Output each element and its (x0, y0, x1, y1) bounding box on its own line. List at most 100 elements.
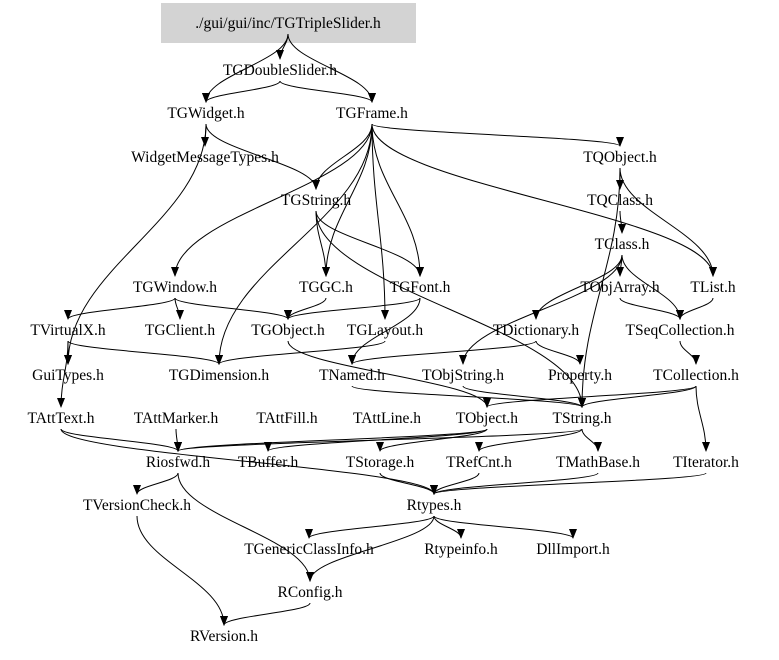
edge-tgwidget-to-tgstring (205, 123, 320, 190)
node-tglayout[interactable]: TGLayout.h (347, 322, 423, 339)
node-tobject[interactable]: TObject.h (456, 410, 518, 427)
edge-tattmarker-to-riosfwd (173, 428, 182, 452)
node-tobjstring[interactable]: TObjString.h (422, 367, 504, 384)
node-tgstring[interactable]: TGString.h (281, 192, 351, 209)
edge-tgframe-to-tgfont (371, 123, 424, 277)
edge-tqobject-to-tstring (578, 167, 621, 408)
edge-rtypes-to-tgenericclassinfo (305, 515, 435, 539)
edge-tstorage-to-rtypes (379, 472, 438, 495)
edge-tnamed-to-tstring (351, 385, 586, 408)
edge-tgobject-to-tobject (287, 340, 491, 408)
edge-tcollection-to-tobject (483, 385, 697, 408)
edge-tqclass-to-tclass (617, 210, 626, 234)
node-tqclass[interactable]: TQClass.h (587, 192, 653, 209)
edge-tobjstring-to-tstring (462, 385, 586, 408)
edge-tqobject-to-tlist (619, 167, 717, 277)
edge-tgdoubleslider-to-tgframe (279, 80, 376, 103)
node-tvirtualx[interactable]: TVirtualX.h (30, 322, 106, 339)
node-tbuffer[interactable]: TBuffer.h (238, 454, 299, 471)
edge-rtypes-to-rconfig (306, 515, 435, 582)
node-tnamed[interactable]: TNamed.h (319, 367, 385, 384)
node-dllimport[interactable]: DllImport.h (536, 541, 610, 558)
edge-tgstring-to-tgfont (315, 210, 424, 277)
node-widgetmessagetypes[interactable]: WidgetMessageTypes.h (131, 149, 279, 166)
edge-tgwidget-to-guitypes (64, 123, 207, 365)
edge-tgframe-to-tgstring (312, 123, 373, 190)
edge-tstring-to-tmathbase (581, 428, 602, 452)
node-tobjarray[interactable]: TObjArray.h (580, 279, 659, 296)
node-tatttext[interactable]: TAttText.h (28, 410, 95, 427)
node-tattline[interactable]: TAttLine.h (353, 410, 421, 427)
node-tdictionary[interactable]: TDictionary.h (493, 322, 580, 339)
edge-tvirtualx-to-tatttext (57, 340, 69, 408)
edge-tgfont-to-tgobject (284, 297, 421, 320)
edge-tatttext-to-rtypes (60, 428, 438, 495)
node-riosfwd[interactable]: Riosfwd.h (146, 454, 210, 471)
edge-riosfwd-to-tversioncheck (133, 472, 179, 495)
edge-tclass-to-tobjstring (459, 254, 623, 365)
node-guitypes[interactable]: GuiTypes.h (32, 367, 104, 384)
edge-rtypes-to-dllimport (433, 515, 577, 539)
node-trefcnt[interactable]: TRefCnt.h (446, 454, 512, 471)
node-tstorage[interactable]: TStorage.h (346, 454, 415, 471)
node-tgenericclassinfo[interactable]: TGenericClassInfo.h (244, 541, 374, 558)
node-tclass[interactable]: TClass.h (595, 236, 650, 253)
node-rconfig[interactable]: RConfig.h (277, 584, 342, 601)
edge-tgframe-to-tlist (371, 123, 717, 277)
edge-titerator-to-rtypes (430, 472, 707, 495)
root-node-label[interactable]: ./gui/gui/inc/TGTripleSlider.h (195, 15, 381, 32)
edge-tvirtualx-to-tgdimension (67, 340, 223, 365)
node-tgwindow[interactable]: TGWindow.h (133, 279, 217, 296)
node-tgobject[interactable]: TGObject.h (251, 322, 325, 339)
node-tgwidget[interactable]: TGWidget.h (167, 105, 245, 122)
node-tattmarker[interactable]: TAttMarker.h (134, 410, 219, 427)
node-rtypeinfo[interactable]: Rtypeinfo.h (424, 541, 498, 558)
node-tgclient[interactable]: TGClient.h (145, 322, 215, 339)
edge-tstring-to-trefcnt (475, 428, 583, 452)
node-rversion[interactable]: RVersion.h (190, 628, 258, 645)
edge-tstring-to-riosfwd (174, 428, 583, 452)
node-tqobject[interactable]: TQObject.h (583, 149, 657, 166)
edge-tglayout-to-tgdimension (215, 340, 386, 365)
edge-tgframe-to-tgwindow (171, 123, 373, 277)
edge-tobject-to-tstorage (376, 428, 488, 452)
node-tcollection[interactable]: TCollection.h (653, 367, 739, 384)
edge-riosfwd-to-rconfig (177, 472, 314, 582)
node-tmathbase[interactable]: TMathBase.h (556, 454, 640, 471)
node-tseqcollection[interactable]: TSeqCollection.h (626, 322, 735, 339)
edge-tdictionary-to-property (535, 340, 584, 365)
edge-tobjarray-to-tseqcollection (619, 297, 684, 320)
edge-tgwindow-to-tgclient (174, 297, 184, 320)
edge-tlist-to-tseqcollection (676, 297, 714, 320)
edges-layer (57, 33, 717, 626)
edge-tgstring-to-tstring (315, 210, 586, 408)
edge-tversioncheck-to-rversion (136, 515, 228, 626)
node-tggc[interactable]: TGGC.h (299, 279, 353, 296)
edge-tgwindow-to-tvirtualx (64, 297, 176, 320)
node-tlist[interactable]: TList.h (690, 279, 735, 296)
node-tgfont[interactable]: TGFont.h (390, 279, 451, 296)
edge-tgdoubleslider-to-tgwidget (202, 80, 281, 103)
edge-tobject-to-riosfwd (174, 428, 488, 452)
edge-tgframe-to-tggc (322, 123, 373, 277)
node-tattfill[interactable]: TAttFill.h (256, 410, 317, 427)
node-rtypes[interactable]: Rtypes.h (407, 497, 462, 514)
edge-tgframe-to-tglayout (371, 123, 389, 320)
edge-tcollection-to-tstring (578, 385, 697, 408)
node-property[interactable]: Property.h (548, 367, 612, 384)
edge-tgwindow-to-tgobject (174, 297, 292, 320)
edge-tatttext-to-riosfwd (60, 428, 182, 452)
node-tgdoubleslider[interactable]: TGDoubleSlider.h (223, 62, 337, 79)
edge-tmathbase-to-rtypes (430, 472, 599, 495)
node-titerator[interactable]: TIterator.h (673, 454, 739, 471)
edge-rconfig-to-rversion (220, 602, 311, 626)
edge-tseqcollection-to-tcollection (679, 340, 700, 365)
node-tgdimension[interactable]: TGDimension.h (169, 367, 270, 384)
edge-tdictionary-to-tnamed (348, 340, 537, 365)
node-tversioncheck[interactable]: TVersionCheck.h (83, 497, 191, 514)
edge-tgframe-to-tqobject (371, 123, 624, 147)
edge-rtypes-to-rtypeinfo (433, 515, 465, 539)
node-tgframe[interactable]: TGFrame.h (336, 105, 408, 122)
node-tstring[interactable]: TString.h (553, 410, 612, 427)
